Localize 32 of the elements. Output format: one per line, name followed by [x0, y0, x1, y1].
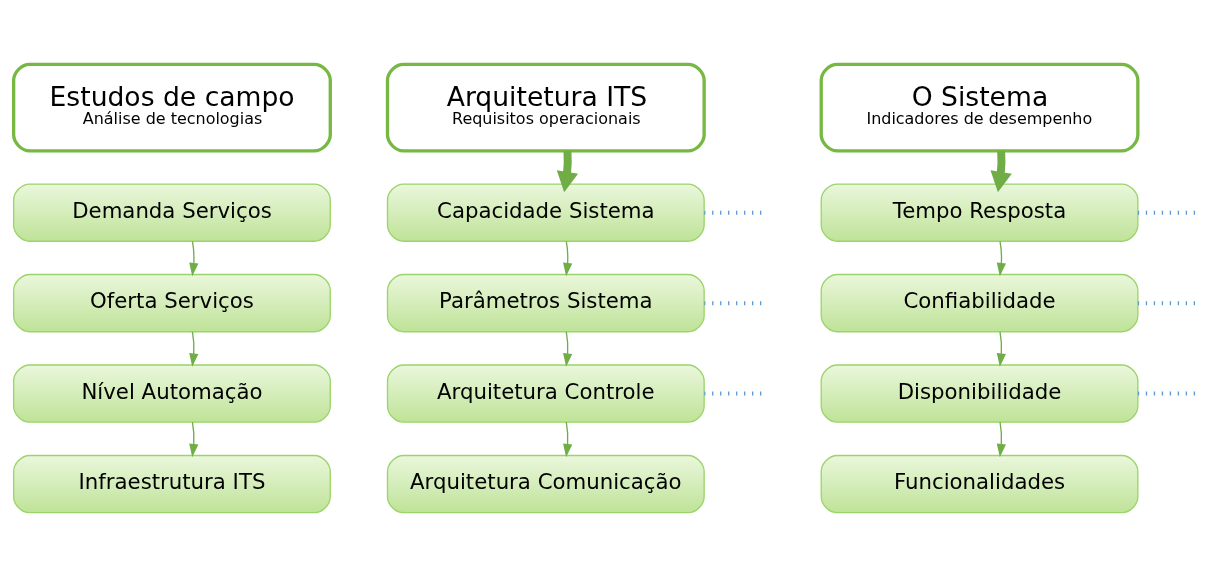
arrow — [189, 331, 199, 367]
node-box: Confiabilidade — [820, 273, 1139, 333]
node-box: Parâmetros Sistema — [386, 273, 705, 333]
node-box: Funcionalidades — [820, 454, 1139, 514]
arrow — [996, 240, 1007, 277]
node-box: Infraestrutura ITS — [12, 454, 331, 514]
connector — [704, 301, 762, 306]
arrow — [563, 331, 573, 367]
connector — [1137, 301, 1196, 306]
arrow — [189, 421, 199, 458]
arrow — [563, 421, 573, 458]
arrow — [189, 240, 199, 277]
node-box: Arquitetura Controle — [386, 364, 705, 423]
arrow — [563, 240, 573, 277]
node-box: Oferta Serviços — [12, 273, 331, 333]
arrow — [990, 150, 1012, 193]
node-box: Nível Automação — [12, 364, 331, 423]
arrow — [556, 150, 579, 193]
connector — [1137, 391, 1196, 396]
node-box: Arquitetura Comunicação — [386, 454, 705, 514]
node-box: Capacidade Sistema — [386, 183, 705, 242]
node-box: Disponibilidade — [820, 364, 1139, 423]
arrow — [996, 331, 1007, 367]
node-box: Tempo Resposta — [820, 183, 1139, 242]
node-box: O Sistema Indicadores de desempenho — [819, 62, 1140, 153]
node-box: Arquitetura ITS Requisitos operacionais — [385, 62, 706, 153]
connector — [704, 391, 762, 396]
node-box: Estudos de campo Análise de tecnologias — [11, 62, 332, 153]
arrow — [996, 421, 1007, 458]
node-box: Demanda Serviços — [12, 183, 331, 242]
connector — [704, 210, 762, 215]
connector — [1137, 210, 1196, 215]
